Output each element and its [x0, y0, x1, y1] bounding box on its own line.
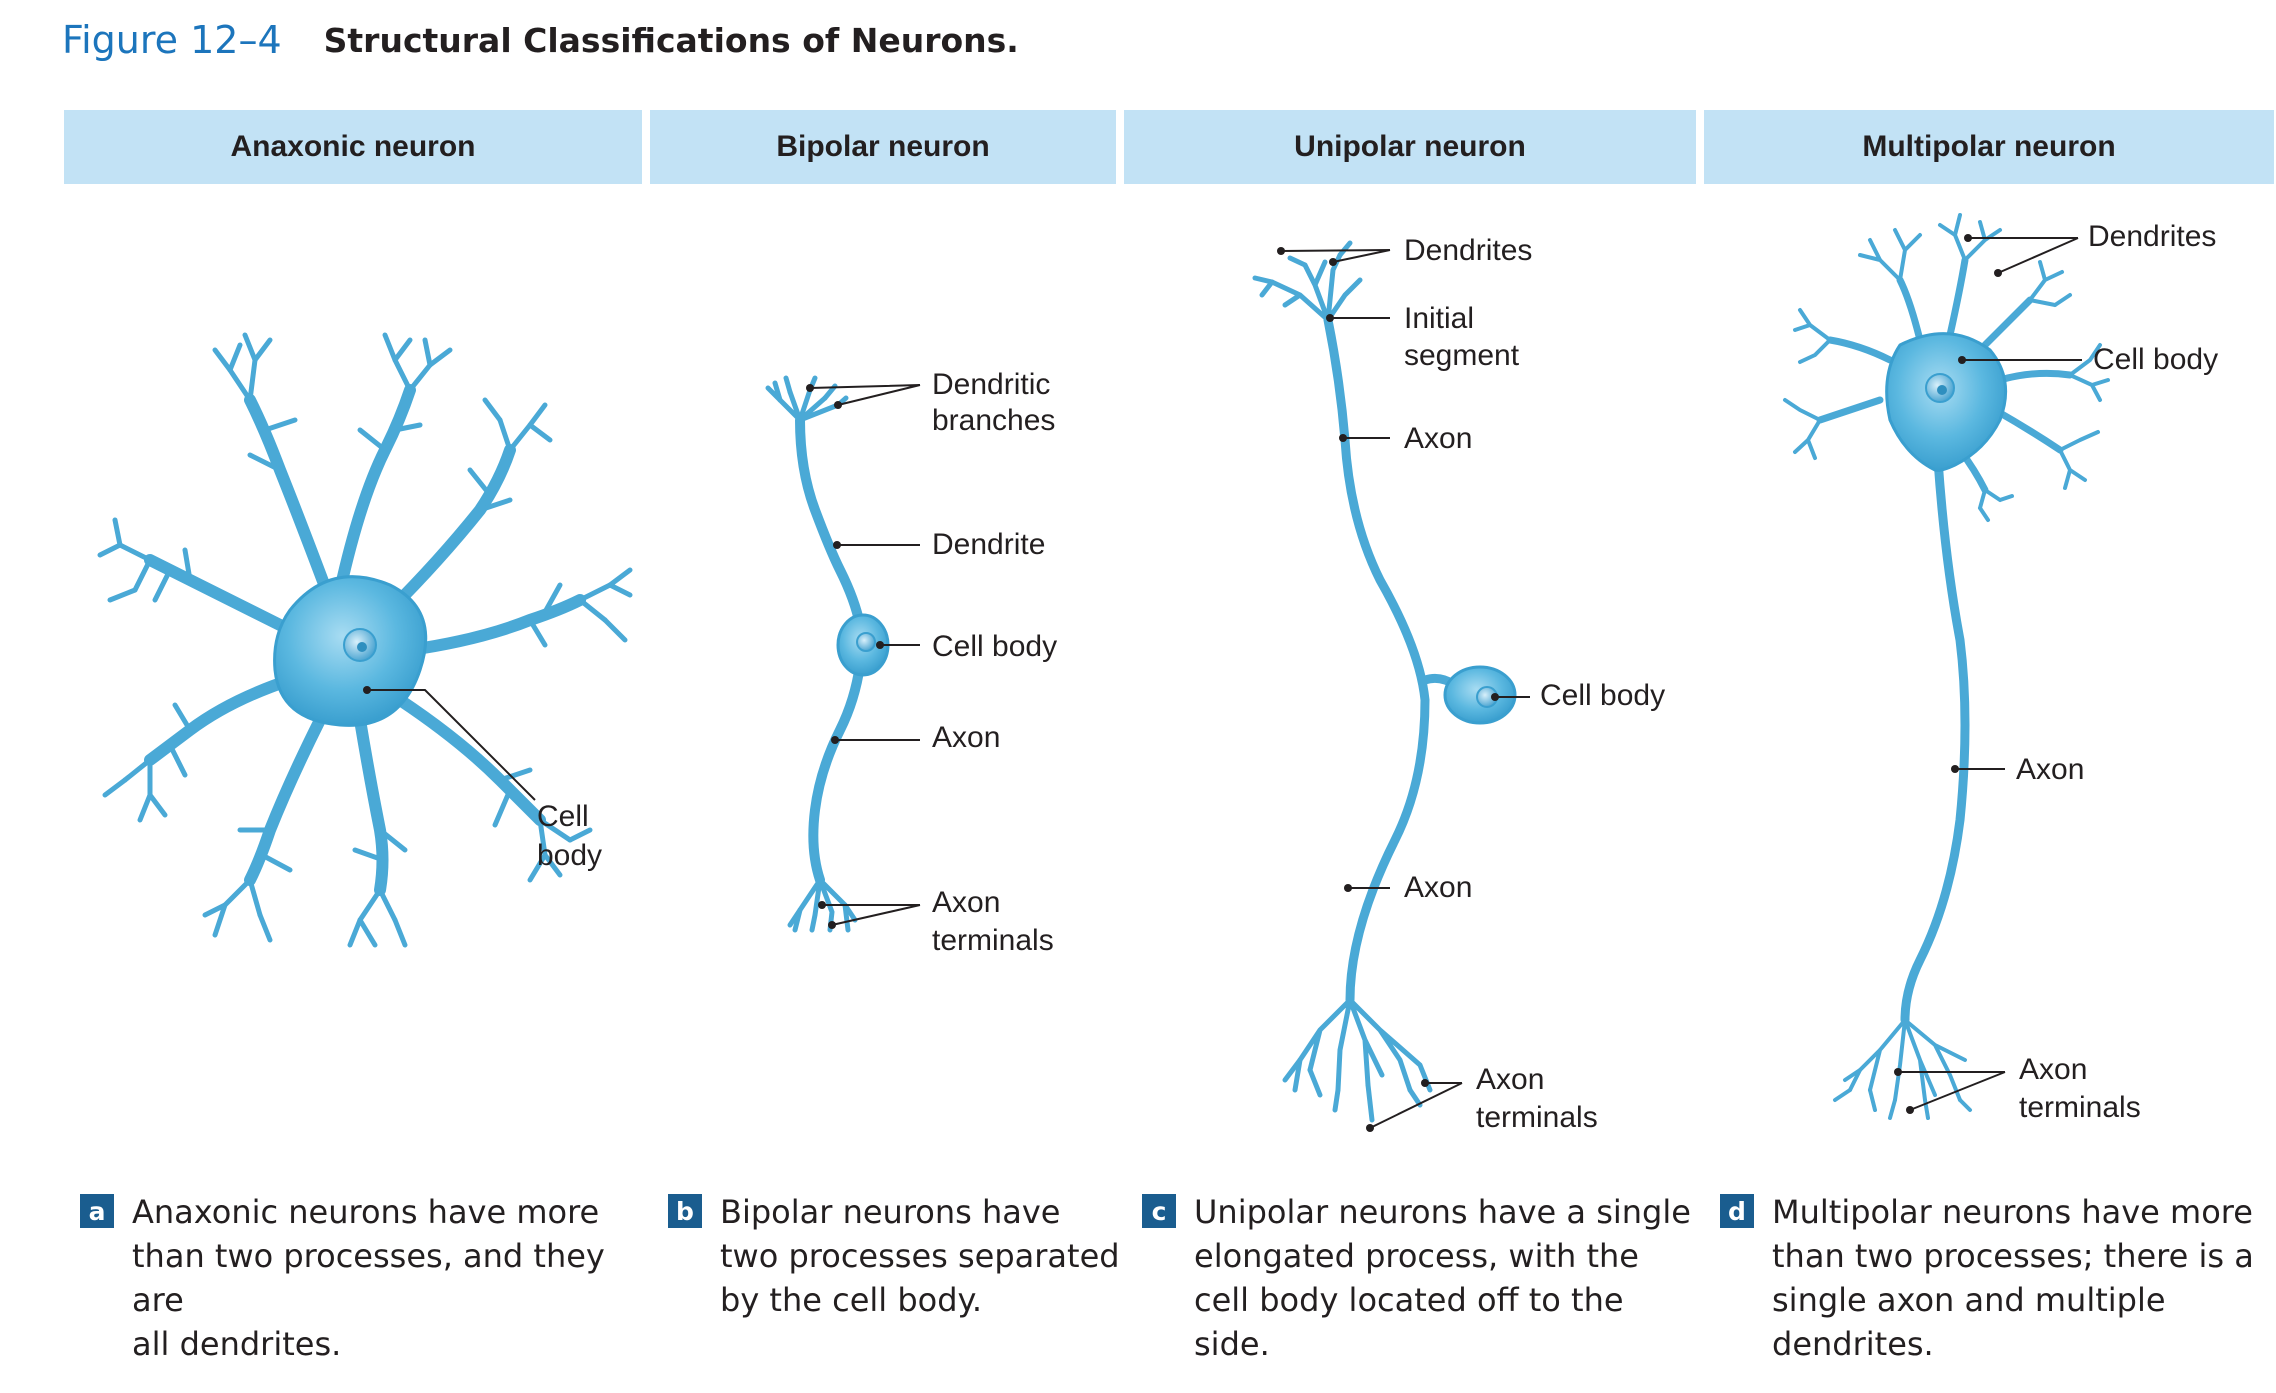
column-header-multipolar: Multipolar neuron: [1704, 110, 2274, 184]
figure-title: Structural Classifications of Neurons.: [323, 20, 1019, 60]
label-bipolar-dendritic-branches-2: branches: [932, 404, 1055, 437]
caption-b: b Bipolar neurons have two processes sep…: [668, 1190, 1128, 1322]
column-header-bipolar: Bipolar neuron: [650, 110, 1116, 184]
label-multipolar-axon-terminals-1: Axon: [2019, 1053, 2087, 1086]
bipolar-leaders: [806, 384, 921, 929]
anaxonic-leaders: [363, 686, 536, 801]
label-bipolar-axon: Axon: [932, 721, 1000, 754]
caption-d: d Multipolar neurons have more than two …: [1720, 1190, 2270, 1366]
figure-header: Figure 12–4 Structural Classifications o…: [62, 10, 1019, 70]
caption-badge-c: c: [1142, 1194, 1176, 1228]
caption-d-line: dendrites.: [1772, 1325, 1934, 1363]
caption-text-c: Unipolar neurons have a single elongated…: [1194, 1190, 1691, 1366]
label-bipolar-dendritic-branches-1: Dendritic: [932, 368, 1050, 401]
caption-a: a Anaxonic neurons have more than two pr…: [80, 1190, 640, 1366]
caption-c-line: side.: [1194, 1325, 1270, 1363]
label-multipolar-dendrites: Dendrites: [2088, 220, 2216, 253]
label-multipolar-axon: Axon: [2016, 753, 2084, 786]
caption-text-a: Anaxonic neurons have more than two proc…: [132, 1190, 640, 1366]
caption-text-d: Multipolar neurons have more than two pr…: [1772, 1190, 2254, 1366]
label-unipolar-cell-body: Cell body: [1540, 679, 1665, 712]
label-multipolar-axon-terminals-2: terminals: [2019, 1091, 2141, 1124]
multipolar-leaders: [1894, 234, 2082, 1114]
caption-d-line: Multipolar neurons have more: [1772, 1193, 2253, 1231]
label-unipolar-dendrites: Dendrites: [1404, 234, 1532, 267]
caption-c: c Unipolar neurons have a single elongat…: [1142, 1190, 1702, 1366]
caption-c-line: Unipolar neurons have a single: [1194, 1193, 1691, 1231]
caption-c-line: cell body located off to the: [1194, 1281, 1624, 1319]
label-bipolar-cell-body: Cell body: [932, 630, 1057, 663]
bipolar-neuron: [765, 375, 890, 933]
label-anaxonic-cell-body-1: Cell: [537, 800, 589, 833]
label-unipolar-axon-terminals-1: Axon: [1476, 1063, 1544, 1096]
caption-b-line: two processes separated: [720, 1237, 1120, 1275]
caption-d-line: single axon and multiple: [1772, 1281, 2166, 1319]
caption-b-line: Bipolar neurons have: [720, 1193, 1061, 1231]
label-bipolar-axon-terminals-2: terminals: [932, 924, 1054, 957]
label-anaxonic-cell-body-2: body: [537, 839, 602, 872]
label-bipolar-axon-terminals-1: Axon: [932, 886, 1000, 919]
label-unipolar-initial-segment-1: Initial: [1404, 302, 1474, 335]
figure-number: Figure 12–4: [62, 18, 282, 62]
caption-badge-b: b: [668, 1194, 702, 1228]
diagram-labels: Cell body Dendritic branches Dendrite Ce…: [537, 220, 2218, 1134]
anaxonic-neuron: [97, 332, 633, 948]
unipolar-neuron: [1252, 240, 1517, 1123]
caption-b-line: by the cell body.: [720, 1281, 983, 1319]
label-unipolar-axon-upper: Axon: [1404, 422, 1472, 455]
label-multipolar-cell-body: Cell body: [2093, 343, 2218, 376]
column-header-unipolar: Unipolar neuron: [1124, 110, 1696, 184]
unipolar-leaders: [1277, 247, 1530, 1132]
caption-c-line: elongated process, with the: [1194, 1237, 1639, 1275]
column-header-anaxonic: Anaxonic neuron: [64, 110, 642, 184]
caption-a-line: Anaxonic neurons have more: [132, 1193, 600, 1231]
caption-badge-d: d: [1720, 1194, 1754, 1228]
caption-a-line: all dendrites.: [132, 1325, 342, 1363]
label-unipolar-axon-terminals-2: terminals: [1476, 1101, 1598, 1134]
caption-a-line: than two processes, and they are: [132, 1237, 605, 1319]
label-unipolar-axon-lower: Axon: [1404, 871, 1472, 904]
label-unipolar-initial-segment-2: segment: [1404, 339, 1520, 372]
caption-badge-a: a: [80, 1194, 114, 1228]
label-bipolar-dendrite: Dendrite: [932, 528, 1045, 561]
caption-d-line: than two processes; there is a: [1772, 1237, 2254, 1275]
multipolar-neuron: [1783, 213, 2110, 1120]
caption-text-b: Bipolar neurons have two processes separ…: [720, 1190, 1120, 1322]
